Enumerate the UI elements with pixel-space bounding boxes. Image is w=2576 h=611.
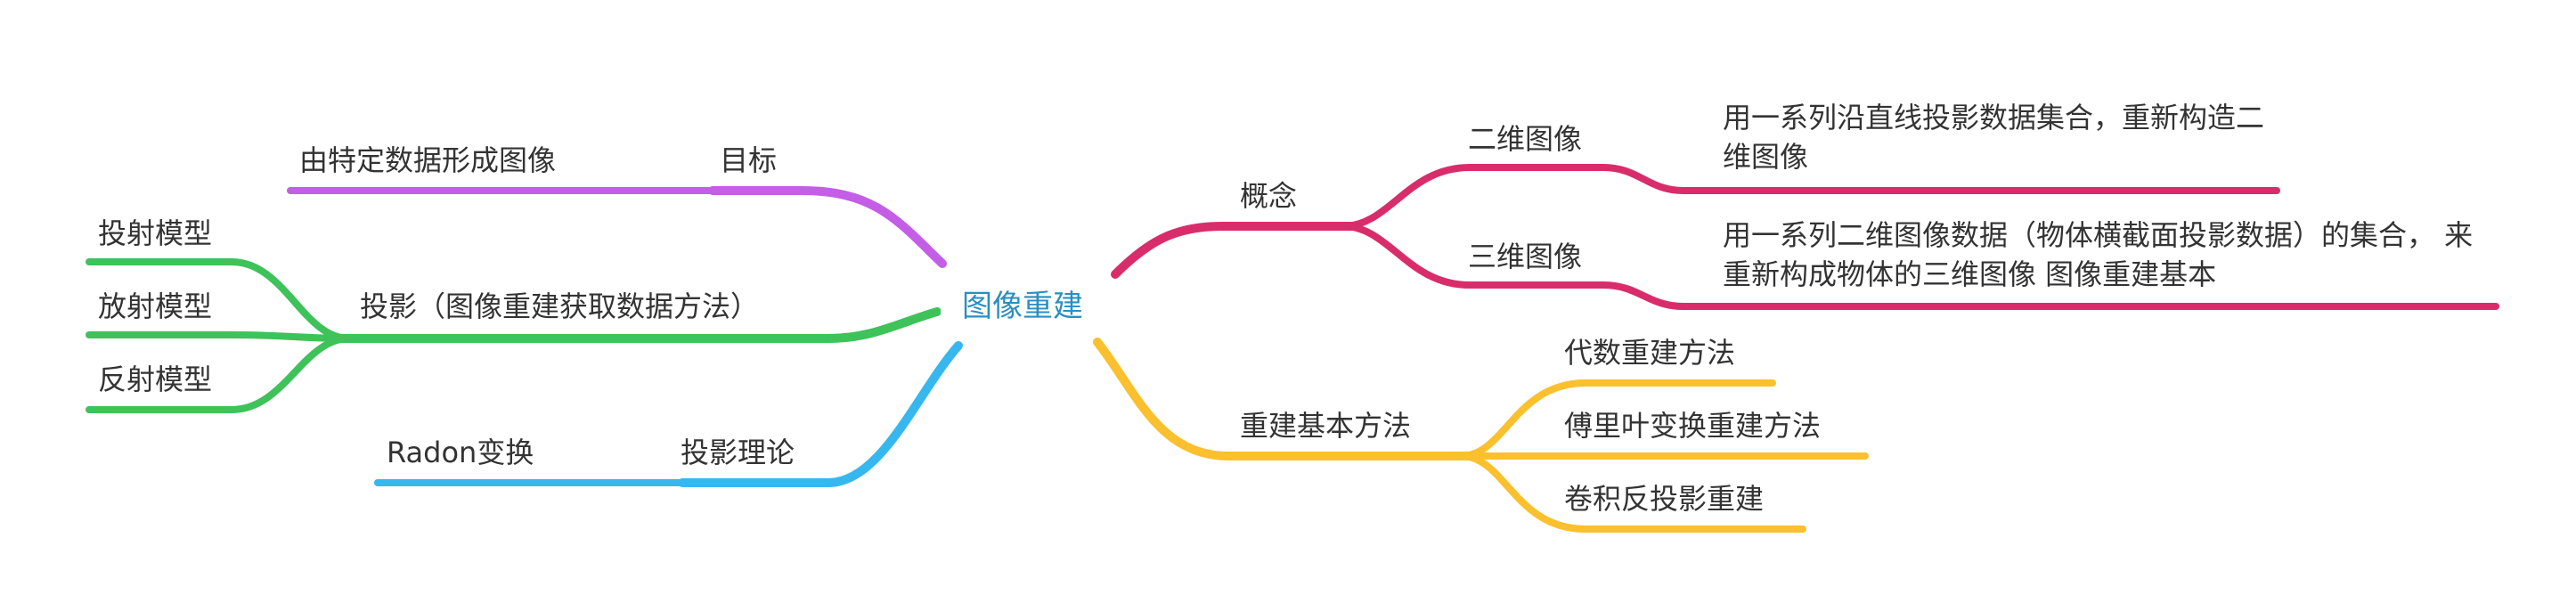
topic-projection-theory[interactable]: 投影理论 bbox=[681, 436, 795, 469]
note-three-d-image[interactable]: 用一系列二维图像数据（物体横截面投影数据）的集合， 来重新构成物体的三维图像 图… bbox=[1723, 218, 2474, 291]
topic-algebraic-method[interactable]: 代数重建方法 bbox=[1564, 336, 1736, 370]
topic-convolution-backprojection[interactable]: 卷积反投影重建 bbox=[1564, 482, 1765, 516]
topic-goal[interactable]: 目标 bbox=[720, 143, 778, 177]
edge-root-to-projection bbox=[338, 307, 942, 343]
root-topic[interactable]: 图像重建 bbox=[941, 280, 1105, 333]
note-two-d-image[interactable]: 用一系列沿直线投影数据集合，重新构造二维图像 bbox=[1723, 101, 2265, 174]
edge-methods-to-convolution bbox=[1457, 452, 1806, 533]
topic-projection[interactable]: 投影（图像重建获取数据方法） bbox=[360, 289, 760, 323]
edge-projection-to-emission bbox=[86, 331, 353, 342]
edge-root-to-concept bbox=[1111, 222, 1358, 279]
topic-emission-model[interactable]: 放射模型 bbox=[98, 289, 213, 323]
topic-basic-methods[interactable]: 重建基本方法 bbox=[1240, 409, 1412, 443]
topic-three-d-image[interactable]: 三维图像 bbox=[1468, 240, 1583, 273]
topic-fourier-method[interactable]: 傅里叶变换重建方法 bbox=[1564, 409, 1822, 443]
topic-radon-transform[interactable]: Radon变换 bbox=[387, 436, 534, 469]
edge-root-to-methods bbox=[1093, 338, 1474, 460]
topic-transmission-model[interactable]: 投射模型 bbox=[98, 216, 213, 250]
topic-concept[interactable]: 概念 bbox=[1240, 179, 1298, 213]
edge-concept-to-2d bbox=[1340, 164, 2280, 230]
edge-concept-to-3d bbox=[1340, 223, 2499, 310]
edge-projection-to-reflection bbox=[86, 335, 353, 413]
topic-reflection-model[interactable]: 反射模型 bbox=[98, 363, 213, 396]
edge-root-to-theory bbox=[678, 341, 963, 487]
topic-goal-child[interactable]: 由特定数据形成图像 bbox=[299, 143, 557, 177]
topic-two-d-image[interactable]: 二维图像 bbox=[1468, 122, 1583, 156]
edge-root-to-goal bbox=[708, 186, 947, 268]
